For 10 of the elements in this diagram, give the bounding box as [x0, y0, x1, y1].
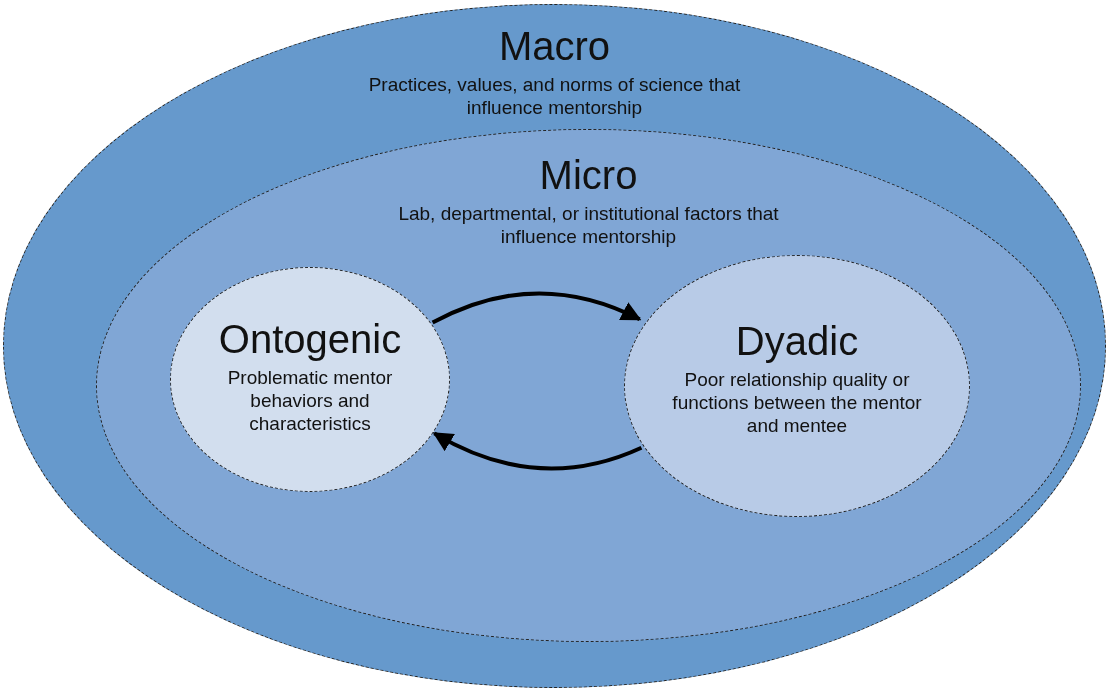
region-description: Problematic mentor behaviors and characteristics [226, 366, 394, 435]
region-heading: Ontogenic [218, 316, 402, 362]
curved-arrow [431, 291, 642, 325]
region-heading: Dyadic [735, 318, 859, 364]
region-description: Lab, departmental, or institutional factors that influence mentorship [397, 202, 780, 248]
region-heading: Micro [539, 152, 638, 198]
region-description: Practices, values, and norms of science that influence mentorship [367, 73, 742, 119]
region-description: Poor relationship quality or functions between the mentor and mentee [671, 368, 923, 437]
curved-arrow [432, 431, 643, 471]
region-heading: Macro [498, 23, 611, 69]
